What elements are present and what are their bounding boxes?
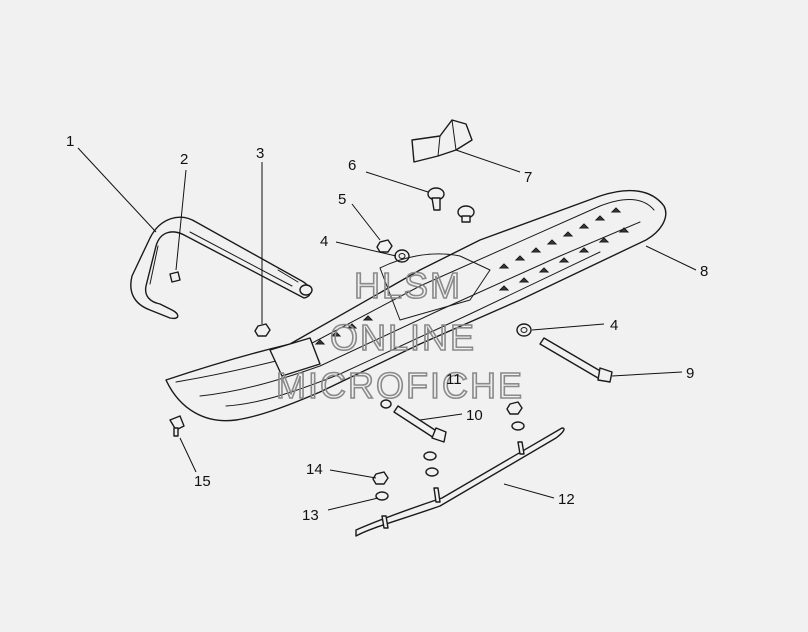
part-screw-6b: [457, 205, 475, 223]
watermark-line3: MICROFICHE: [276, 365, 524, 406]
callouts: 1 2 3 4 4 5 6 7 8 9 10 11 12 13 14 15: [66, 133, 708, 524]
callout-5: 5: [338, 191, 346, 208]
callout-1: 1: [66, 133, 74, 150]
part-washer-13: [375, 491, 389, 501]
callout-8: 8: [700, 263, 708, 280]
callout-4a: 4: [320, 233, 328, 250]
part-screw-6: [427, 187, 445, 211]
part-pin: [169, 271, 181, 283]
part-washer-4b: [516, 323, 532, 337]
callout-11: 11: [446, 371, 462, 388]
part-handle: [130, 216, 313, 320]
part-washer-4a: [394, 249, 410, 263]
part-bolt-10: [393, 405, 447, 443]
callout-2: 2: [180, 151, 188, 168]
watermark-line2: ONLINE: [330, 317, 476, 358]
callout-14: 14: [306, 461, 323, 478]
part-nut-5: [376, 239, 393, 253]
part-ski: [165, 189, 667, 422]
callout-12: 12: [558, 491, 575, 508]
callout-3: 3: [256, 145, 264, 162]
callout-9: 9: [686, 365, 694, 382]
part-bumper: [411, 119, 473, 163]
part-nut-3: [254, 323, 271, 337]
callout-10: 10: [466, 407, 483, 424]
leader-lines: [77, 147, 697, 511]
watermark-line1: HLSM: [354, 265, 462, 306]
part-bolt-9: [539, 337, 613, 383]
callout-7: 7: [524, 169, 532, 186]
part-nut-upper: [423, 401, 525, 477]
callout-6: 6: [348, 157, 356, 174]
watermark: HLSM ONLINE MICROFICHE: [275, 264, 524, 407]
part-washer-11: [380, 399, 392, 409]
part-nut-14: [372, 471, 389, 485]
part-wear-bar: [355, 427, 565, 537]
callout-4b: 4: [610, 317, 618, 334]
part-stud-15: [169, 415, 185, 437]
callout-15: 15: [194, 473, 211, 490]
callout-13: 13: [302, 507, 319, 524]
